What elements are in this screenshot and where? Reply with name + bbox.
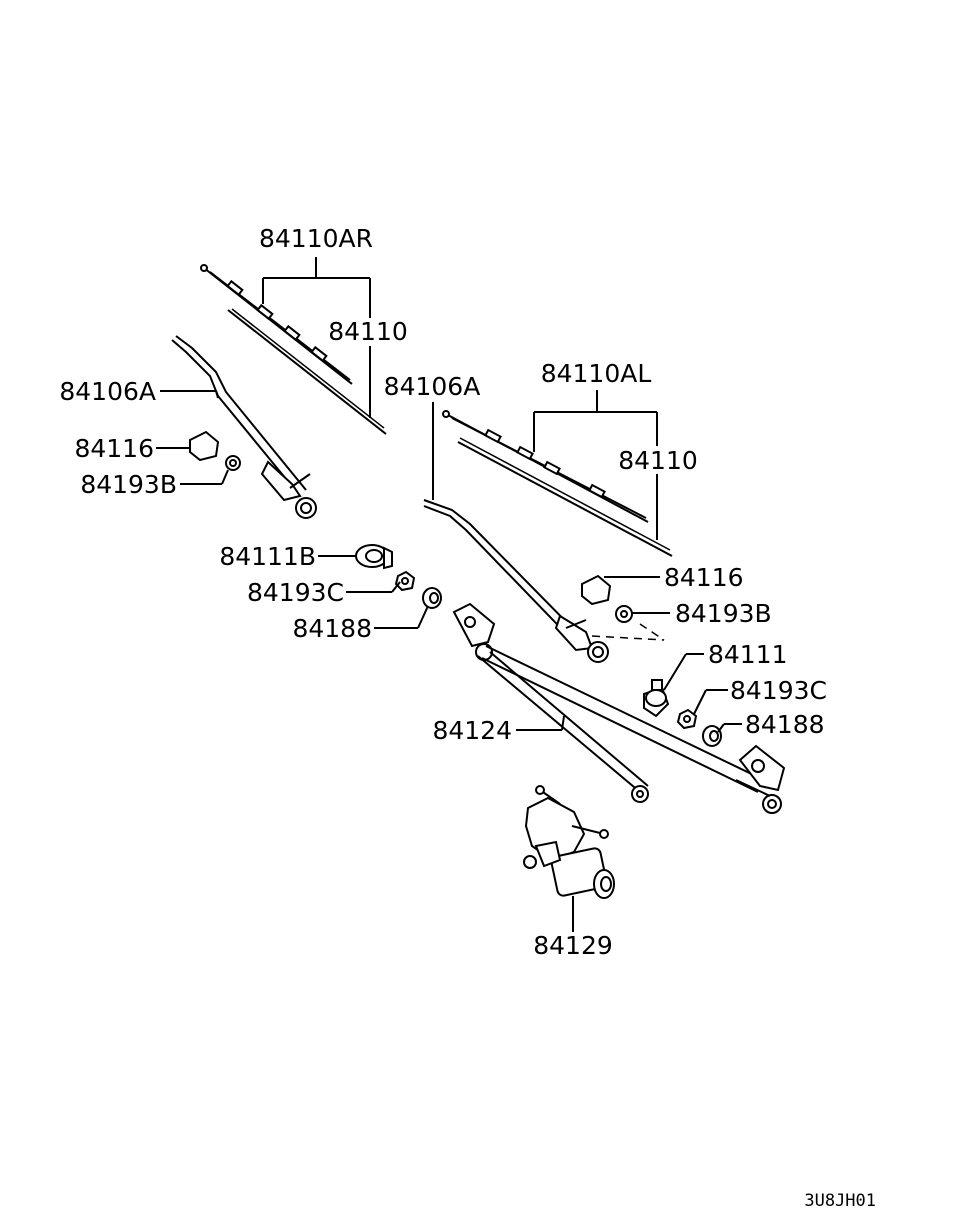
pivot-84111b	[355, 544, 393, 570]
pivot-84111	[643, 679, 670, 718]
label-84106a-right: 84106A	[59, 377, 156, 406]
label-84193b-left: 84193B	[675, 599, 772, 628]
label-84110-right: 84110	[328, 317, 408, 346]
label-84106a-left: 84106A	[384, 372, 481, 401]
arm-cap-left	[581, 574, 612, 606]
label-84111: 84111	[708, 640, 788, 669]
nut-84193c-right	[394, 570, 416, 592]
label-84110-left: 84110	[618, 446, 698, 475]
diagram-code: 3U8JH01	[804, 1191, 876, 1210]
label-84110al: 84110AL	[541, 359, 652, 388]
blade-rubber-right	[227, 308, 387, 435]
bracket-84110al	[533, 390, 658, 540]
wiper-motor-84129	[523, 785, 615, 899]
label-84111b: 84111B	[219, 542, 316, 571]
label-84116-left: 84116	[664, 563, 744, 592]
label-84129: 84129	[533, 931, 613, 960]
blade-assy-left	[442, 410, 649, 523]
label-84193b-right: 84193B	[80, 470, 177, 499]
label-84116-right: 84116	[74, 434, 154, 463]
nut-84193b-left	[615, 605, 633, 623]
bushing-84188-left	[702, 725, 722, 747]
wiper-arm-left	[423, 499, 609, 663]
label-84188-left: 84188	[745, 710, 825, 739]
label-84110ar: 84110AR	[259, 224, 373, 253]
label-84193c-left: 84193C	[730, 676, 827, 705]
leader-lines	[156, 390, 742, 932]
nut-84193b-right	[225, 455, 241, 471]
nut-84193c-left	[676, 708, 698, 730]
wiper-arm-right	[171, 335, 317, 519]
blade-assy-right	[200, 264, 353, 385]
bushing-84188-right	[422, 587, 442, 609]
arm-cap-right	[189, 430, 220, 462]
label-84188-right: 84188	[292, 614, 372, 643]
label-84193c-right: 84193C	[247, 578, 344, 607]
blade-rubber-left	[457, 437, 673, 557]
bracket-84110ar	[262, 257, 371, 418]
linkage-84124	[452, 602, 786, 814]
label-84124: 84124	[432, 716, 512, 745]
pointer-dashed	[591, 623, 665, 641]
